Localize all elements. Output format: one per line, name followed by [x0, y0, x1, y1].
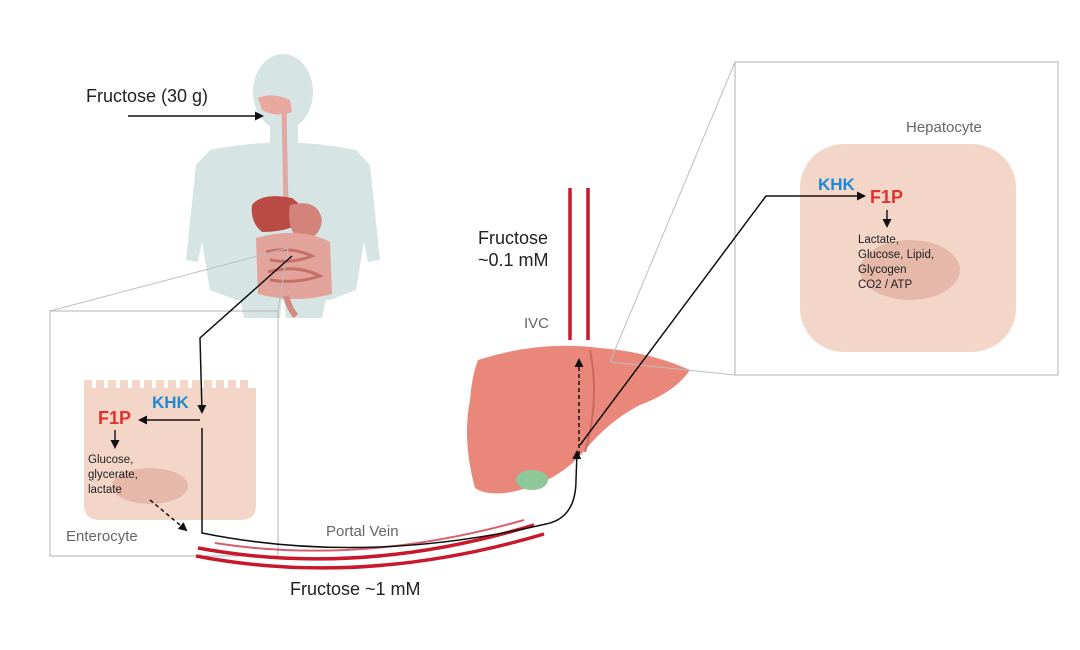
portal-flow-arrow	[201, 428, 582, 549]
gut-to-enterocyte-arrow	[197, 255, 293, 414]
hepatocyte-f1p-label: F1P	[870, 187, 903, 207]
enterocyte-f1p-label: F1P	[98, 408, 131, 428]
portal-vein-label: Portal Vein	[326, 523, 399, 540]
hepatocyte-panel: Hepatocyte KHK F1P Lactate, Glucose, Lip…	[609, 61, 1059, 376]
ivc-fructose-line1: Fructose	[478, 228, 548, 248]
hepatocyte-panel-frame	[734, 61, 1059, 376]
enterocyte-products: Glucose, glycerate, lactate	[88, 454, 141, 496]
hepatocyte-khk-label: KHK	[818, 175, 856, 194]
gallbladder	[516, 470, 548, 490]
portal-vein: Portal Vein Fructose ~1 mM	[195, 519, 545, 599]
enterocyte-label: Enterocyte	[66, 528, 138, 545]
hepatocyte-label: Hepatocyte	[906, 119, 982, 136]
enterocyte-khk-label: KHK	[152, 393, 190, 412]
liver-to-hepatocyte-arrow	[579, 191, 866, 446]
enterocyte-panel: Enterocyte KHK F1P Glucose, glycerate, l…	[49, 247, 289, 557]
hepatocyte-products: Lactate, Glucose, Lipid, Glycogen CO2 / …	[858, 234, 937, 291]
enterocyte-panel-frame	[49, 310, 279, 557]
ivc-fructose-line2: ~0.1 mM	[478, 250, 549, 270]
inferior-vena-cava: Fructose ~0.1 mM IVC	[478, 188, 590, 340]
ivc-label: IVC	[524, 315, 549, 332]
enterocyte-efflux-dashed-arrow	[149, 499, 188, 532]
liver-illustration	[466, 345, 690, 494]
enterocyte-organelle	[112, 468, 188, 504]
portal-fructose-concentration: Fructose ~1 mM	[290, 579, 421, 599]
fructose-intake-label: Fructose (30 g)	[86, 86, 208, 106]
hepatocyte-organelle	[860, 240, 960, 300]
